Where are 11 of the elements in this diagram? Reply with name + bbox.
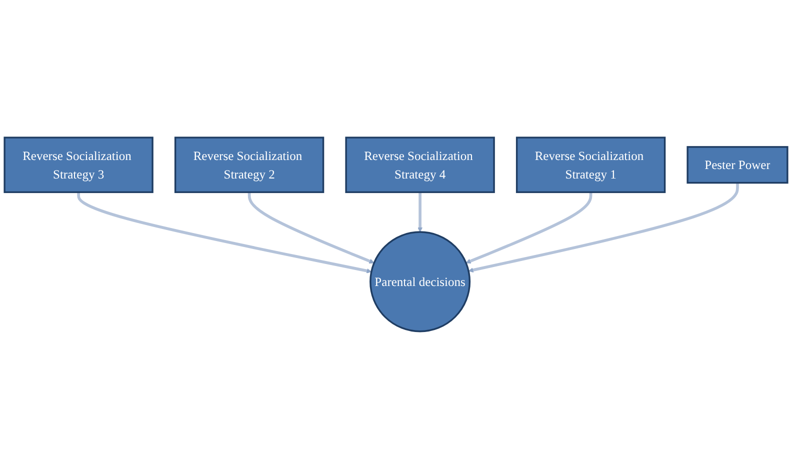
node-box: Reverse Socialization Strategy 1 bbox=[516, 136, 666, 193]
arrow bbox=[418, 192, 423, 232]
arrow bbox=[248, 192, 374, 264]
arrow bbox=[77, 192, 372, 273]
node-box: Reverse Socialization Strategy 4 bbox=[345, 136, 495, 193]
node-box: Reverse Socialization Strategy 2 bbox=[174, 136, 324, 193]
arrow bbox=[466, 192, 592, 264]
node-circle: Parental decisions bbox=[370, 230, 471, 332]
node-box: Reverse Socialization Strategy 3 bbox=[4, 136, 154, 193]
arrow bbox=[468, 182, 739, 272]
node-box: Pester Power bbox=[686, 146, 788, 184]
